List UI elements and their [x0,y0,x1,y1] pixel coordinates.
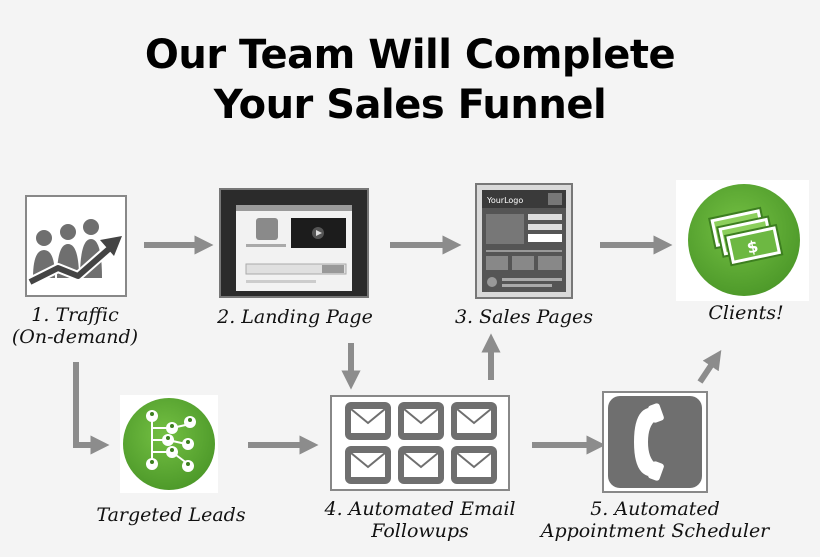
label-email-line1: 4. Automated Email [324,498,516,520]
title-line-1: Our Team Will Complete [144,32,676,78]
label-email-followups: 4. Automated Email Followups [302,498,538,542]
title-line-2: Your Sales Funnel [213,82,607,128]
money-icon: $ [676,180,809,301]
label-traffic: 1. Traffic (On-demand) [0,304,150,348]
traffic-growth-icon [25,195,127,297]
network-people-icon [120,395,218,493]
label-traffic-line1: 1. Traffic [31,304,119,326]
envelope-grid-icon [330,395,510,491]
arrow-scheduler-to-clients [697,350,722,384]
landing-page-icon [219,188,369,298]
sales-page-icon: YourLogo [475,183,573,299]
label-appointment-scheduler: 5. Automated Appointment Scheduler [530,498,780,542]
phone-icon [602,391,708,493]
label-landing-page: 2. Landing Page [217,306,373,328]
label-email-line2: Followups [371,520,469,542]
label-sales-pages: 3. Sales Pages [454,306,594,328]
svg-text:$: $ [745,236,760,257]
label-clients: Clients! [708,302,784,324]
label-scheduler-line2: Appointment Scheduler [540,520,770,542]
label-targeted-leads: Targeted Leads [96,504,246,526]
arrow-traffic-to-leads [73,362,110,455]
label-traffic-line2: (On-demand) [11,326,139,348]
page-title: Our Team Will Complete Your Sales Funnel [0,30,820,130]
label-scheduler-line1: 5. Automated [590,498,720,520]
flow-arrows [73,235,722,455]
sales-page-logo: YourLogo [486,196,523,205]
